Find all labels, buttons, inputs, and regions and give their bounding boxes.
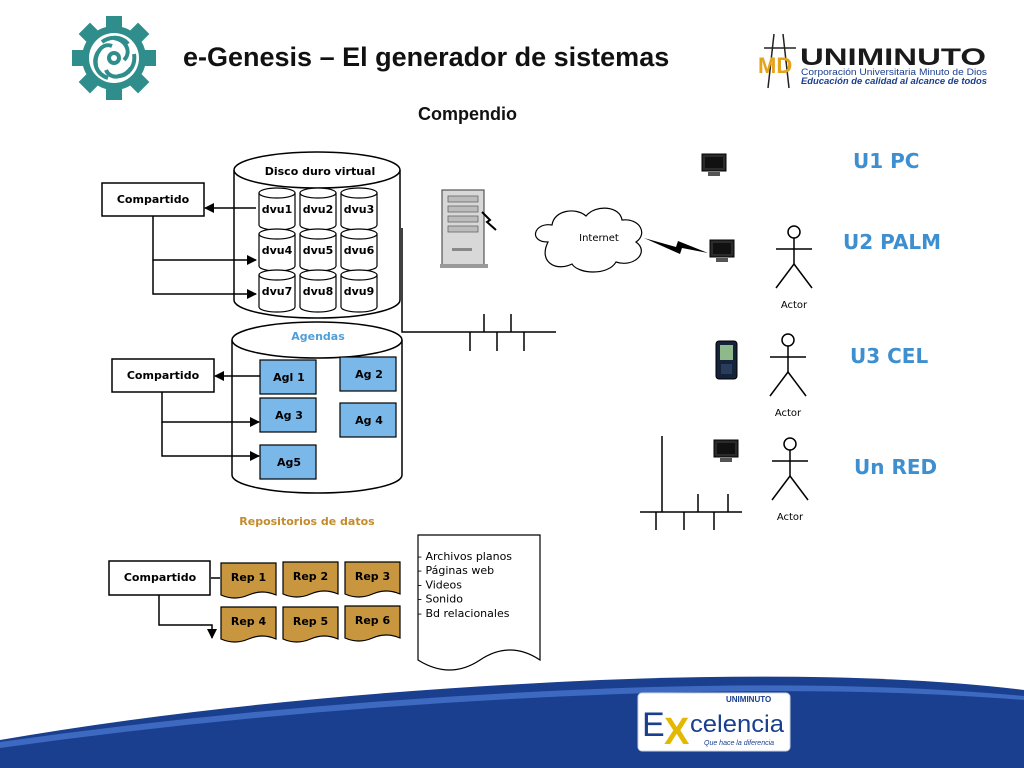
repos-title: Repositorios de datos (239, 515, 375, 528)
user-type-label: U2 PALM (843, 230, 941, 254)
page-subtitle: Compendio (418, 104, 517, 124)
repos-shared-label: Compartido (124, 571, 197, 584)
dvu-label: dvu8 (303, 285, 334, 298)
monitor-icon (701, 153, 727, 176)
dvu-label: dvu6 (344, 244, 375, 257)
agenda-box (259, 444, 317, 480)
dvu-cylinder: dvu5 (299, 228, 337, 272)
dvu-cylinder: dvu3 (340, 187, 378, 231)
agendas-shared-label: Compartido (127, 369, 200, 382)
user-type-label: U1 PC (853, 149, 919, 173)
user-type-label: Un RED (854, 455, 937, 479)
agenda-label: Ag 3 (275, 409, 303, 422)
actor-stick-figure-icon (775, 225, 813, 289)
repo-box (344, 605, 401, 642)
excelencia-word: celencia (690, 711, 785, 738)
wireless-bolt-icon (644, 238, 708, 254)
excelencia-x: X (664, 711, 690, 753)
dvu-label: dvu5 (303, 244, 334, 257)
agendas-arrow-low (161, 422, 260, 461)
repo-box (344, 561, 401, 598)
dvu-label: dvu2 (303, 203, 334, 216)
uniminuto-logo: MD UNIMINUTO Corporación Universitaria M… (758, 33, 988, 89)
agendas-title: Agendas (291, 330, 345, 343)
disco-title: Disco duro virtual (265, 165, 376, 178)
dvu-cylinder: dvu4 (258, 228, 296, 272)
dvu-label: dvu7 (262, 285, 293, 298)
excelencia-tagline: Que hace la diferencia (704, 740, 774, 747)
footer-swoosh-light (0, 685, 1024, 748)
gear-logo-icon (72, 16, 156, 100)
agenda-label: Ag5 (277, 456, 301, 469)
user-type-label: U3 CEL (850, 344, 928, 368)
excelencia-logo: UNIMINUTO E X celencia Que hace la difer… (637, 692, 791, 753)
repo-label: Rep 6 (355, 614, 391, 627)
agenda-box (259, 397, 317, 433)
brand-name: UNIMINUTO (800, 44, 986, 71)
dvu-label: dvu3 (344, 203, 375, 216)
repo-box (220, 606, 277, 643)
agenda-label: Ag 4 (355, 414, 383, 427)
disco-arrow-low (152, 260, 257, 299)
repos-types-document (417, 534, 541, 671)
monitor-icon (709, 239, 735, 262)
actor-label: Actor (781, 300, 808, 311)
repo-type-item: - Páginas web (418, 564, 494, 577)
actor-stick-figure-icon (771, 437, 809, 501)
server-tower-icon (440, 189, 488, 268)
agenda-box (339, 402, 397, 438)
repo-type-item: - Videos (418, 578, 462, 591)
repo-label: Rep 3 (355, 570, 390, 583)
agenda-box (259, 359, 317, 395)
actor-label: Actor (775, 408, 802, 419)
dvu-label: dvu1 (262, 203, 293, 216)
brand-line-1: Corporación Universitaria Minuto de Dios (801, 67, 988, 77)
excelencia-small-label: UNIMINUTO (726, 695, 771, 704)
dvu-cylinder: dvu7 (258, 269, 296, 313)
excelencia-e: E (642, 706, 665, 744)
brand-md-mark: MD (758, 53, 792, 78)
repo-label: Rep 4 (231, 615, 267, 628)
brand-line-2: Educación de calidad al alcance de todos (801, 76, 987, 86)
repo-box (282, 606, 339, 643)
dvu-cylinder: dvu2 (299, 187, 337, 231)
dvu-cylinder: dvu8 (299, 269, 337, 313)
repo-label: Rep 5 (293, 615, 328, 628)
monitor-icon (713, 439, 739, 462)
dvu-cylinder: dvu9 (340, 269, 378, 313)
dvu-label: dvu9 (344, 285, 375, 298)
network-bus-left (401, 228, 556, 351)
dvu-label: dvu4 (262, 244, 293, 257)
agenda-label: Ag 2 (355, 368, 383, 381)
cell-phone-icon (715, 340, 738, 380)
server-to-internet-link (481, 211, 497, 231)
dvu-cylinder: dvu6 (340, 228, 378, 272)
dvu-cylinder: dvu1 (258, 187, 296, 231)
repo-label: Rep 1 (231, 571, 266, 584)
repo-type-item: - Sonido (418, 593, 463, 606)
agenda-label: Agl 1 (273, 371, 305, 384)
actor-stick-figure-icon (769, 333, 807, 397)
page-title: e-Genesis – El generador de sistemas (183, 42, 670, 72)
disco-shared-label: Compartido (117, 193, 190, 206)
internet-label: Internet (579, 233, 619, 244)
disco-shared-box (101, 182, 205, 217)
agenda-box (339, 356, 397, 392)
network-bus-right (640, 436, 742, 530)
internet-cloud-icon: Internet (535, 207, 643, 273)
repo-label: Rep 2 (293, 570, 328, 583)
repo-box (220, 562, 277, 599)
repo-type-item: - Bd relacionales (418, 607, 510, 620)
actor-label: Actor (777, 512, 804, 523)
repo-box (282, 561, 339, 598)
repos-arrow-low (158, 595, 217, 639)
repo-type-item: - Archivos planos (418, 550, 512, 563)
agendas-shared-box (111, 358, 215, 393)
